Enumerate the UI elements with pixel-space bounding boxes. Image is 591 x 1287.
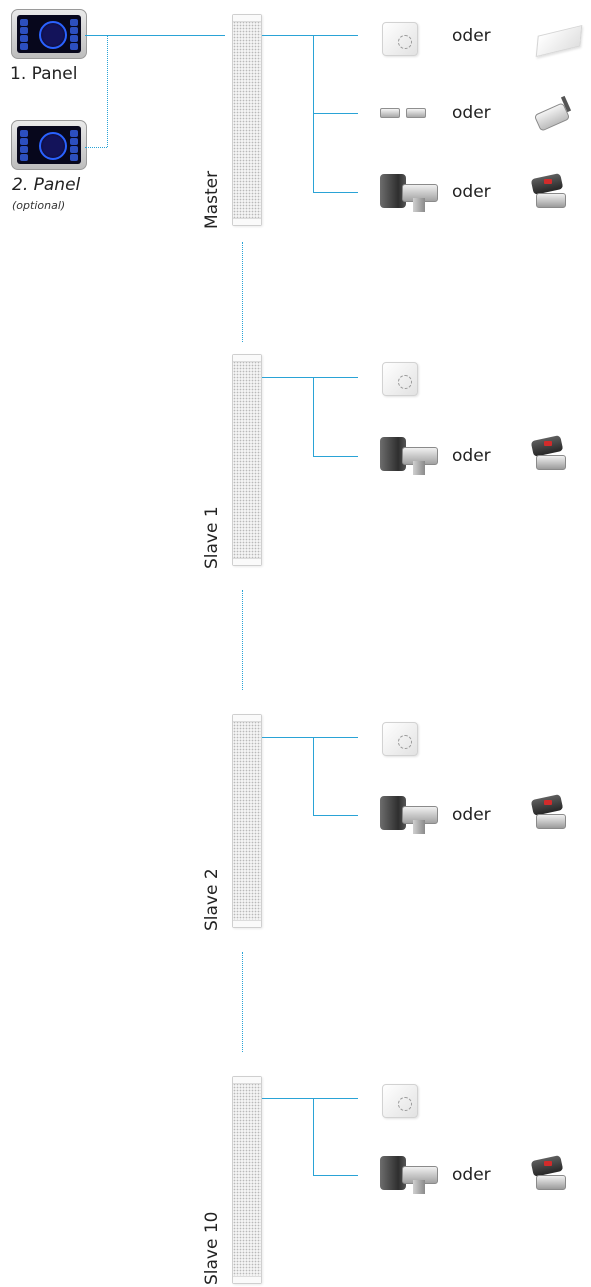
room-thermostat-icon [382,1084,418,1118]
bus-link [242,242,243,342]
bus-line [262,35,358,36]
bus-line [313,456,358,457]
controller-column-icon [232,1076,262,1284]
panel-2-label: 2. Panel [12,175,81,195]
controller-column-icon [232,714,262,928]
ball-valve-icon [530,173,568,210]
oder-label: oder [452,805,491,825]
panel-2-link [85,147,107,148]
ball-valve-icon [530,794,568,831]
panel-1-label: 1. Panel [10,64,78,84]
slave-1-label: Slave 1 [202,506,222,569]
bus-line [313,113,358,114]
window-actuator-icon [530,95,574,132]
controller-column-icon [232,14,262,226]
ball-valve-icon [530,1155,568,1192]
touch-panel-icon [11,9,87,59]
ball-valve-icon [530,435,568,472]
oder-label: oder [452,1165,491,1185]
controller-column-icon [232,354,262,566]
bus-link [242,590,243,690]
bus-link [242,952,243,1052]
panel-2-riser [107,35,108,147]
bus-line [313,1175,358,1176]
master-label: Master [202,170,222,229]
wireless-sensor-icon [535,24,583,58]
zone-valve-icon [380,174,438,214]
slave-10-label: Slave 10 [202,1211,222,1286]
touch-panel-icon [11,120,87,170]
bus-line [262,1098,358,1099]
window-contact-icon [380,108,426,118]
room-thermostat-icon [382,362,418,396]
oder-label: oder [452,182,491,202]
bus-line [313,1098,314,1175]
room-thermostat-icon [382,722,418,756]
bus-line [313,192,358,193]
bus-line [313,377,314,456]
bus-line [262,377,358,378]
bus-line [262,737,358,738]
bus-line [313,815,358,816]
oder-label: oder [452,103,491,123]
zone-valve-icon [380,437,438,477]
slave-2-label: Slave 2 [202,868,222,931]
panel-1-link [85,35,225,36]
oder-label: oder [452,446,491,466]
oder-label: oder [452,26,491,46]
room-thermostat-icon [382,22,418,56]
zone-valve-icon [380,796,438,836]
bus-line [313,737,314,815]
zone-valve-icon [380,1156,438,1196]
panel-2-note: (optional) [12,199,66,212]
